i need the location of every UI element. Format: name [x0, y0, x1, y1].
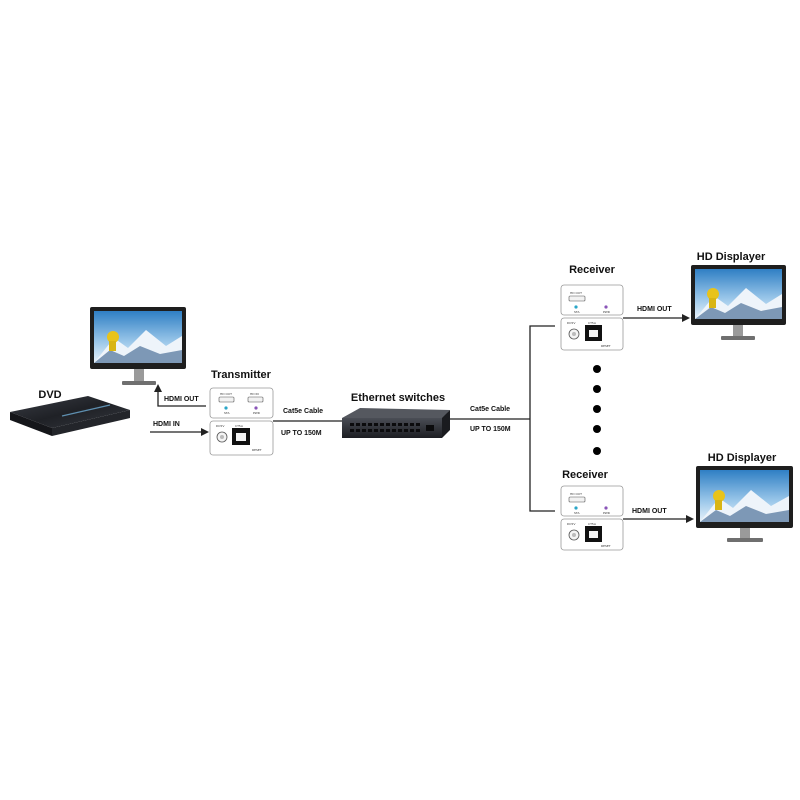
- hdmi-in-arrow: [201, 428, 209, 436]
- transmitter-label: Transmitter: [211, 369, 272, 381]
- rx1-reset-text: RESET: [601, 344, 611, 348]
- dvd-label: DVD: [38, 389, 61, 401]
- rx2-dc5v-text: DC5V: [567, 522, 576, 526]
- tx-hd-in-text: HD IN: [250, 392, 259, 396]
- receiver-top-device: HD OUT STA PWR DC5V CT5A RESET: [560, 284, 624, 351]
- branch-wire: [529, 325, 555, 512]
- range-left-label: UP TO 150M: [281, 430, 322, 437]
- more-receivers-dots: [593, 365, 601, 455]
- hdmi-in-label: HDMI IN: [153, 421, 180, 428]
- tx-hd-out-text: HD OUT: [220, 392, 232, 396]
- display-bottom-monitor: [696, 466, 793, 542]
- cable-left-label: Cat5e Cable: [283, 408, 323, 415]
- rx2-hd-out-text: HD OUT: [570, 492, 582, 496]
- hdmi-out-arrow: [154, 384, 162, 392]
- tx-dc5v-text: DC5V: [216, 424, 225, 428]
- receiver-bottom-device: HD OUT STA PWR DC5V CT5A RESET: [560, 485, 624, 551]
- receiver-bottom-label: Receiver: [562, 469, 609, 481]
- switch-label: Ethernet switches: [351, 392, 445, 404]
- transmitter-device: HD OUT HD IN STA PWR DC5V CT5A RESET: [209, 387, 274, 456]
- hdmi-out-wire: [157, 390, 206, 407]
- display-top-label: HD Displayer: [697, 251, 766, 263]
- rx1-hd-out-text: HD OUT: [570, 291, 582, 295]
- rx2-sta-text: STA: [574, 511, 581, 515]
- source-monitor: [90, 307, 186, 385]
- tx-ct5a-text: CT5A: [235, 424, 244, 428]
- hdmi-out-bottom-label: HDMI OUT: [632, 508, 667, 515]
- rx1-pwr-text: PWR: [603, 310, 610, 314]
- display-top-monitor: [691, 265, 786, 340]
- display-bottom-label: HD Displayer: [708, 452, 777, 464]
- hdmi-out-bottom-arrow: [686, 515, 694, 523]
- dvd-player: [10, 396, 130, 436]
- tx-reset-text: RESET: [252, 448, 262, 452]
- rx2-reset-text: RESET: [601, 544, 611, 548]
- cable-right-label: Cat5e Cable: [470, 406, 510, 413]
- tx-pwr-text: PWR: [253, 411, 260, 415]
- receiver-top-label: Receiver: [569, 264, 616, 276]
- rx2-ct5a-text: CT5A: [588, 522, 597, 526]
- rx1-sta-text: STA: [574, 310, 581, 314]
- rx1-ct5a-text: CT5A: [588, 321, 597, 325]
- range-right-label: UP TO 150M: [470, 426, 511, 433]
- rx1-dc5v-text: DC5V: [567, 321, 576, 325]
- hdmi-out-top-arrow: [682, 314, 690, 322]
- rx2-pwr-text: PWR: [603, 511, 610, 515]
- ethernet-switch: [342, 408, 450, 438]
- hdmi-out-top-label: HDMI OUT: [637, 306, 672, 313]
- hdmi-out-tx-label: HDMI OUT: [164, 396, 199, 403]
- tx-sta-text: STA: [224, 411, 231, 415]
